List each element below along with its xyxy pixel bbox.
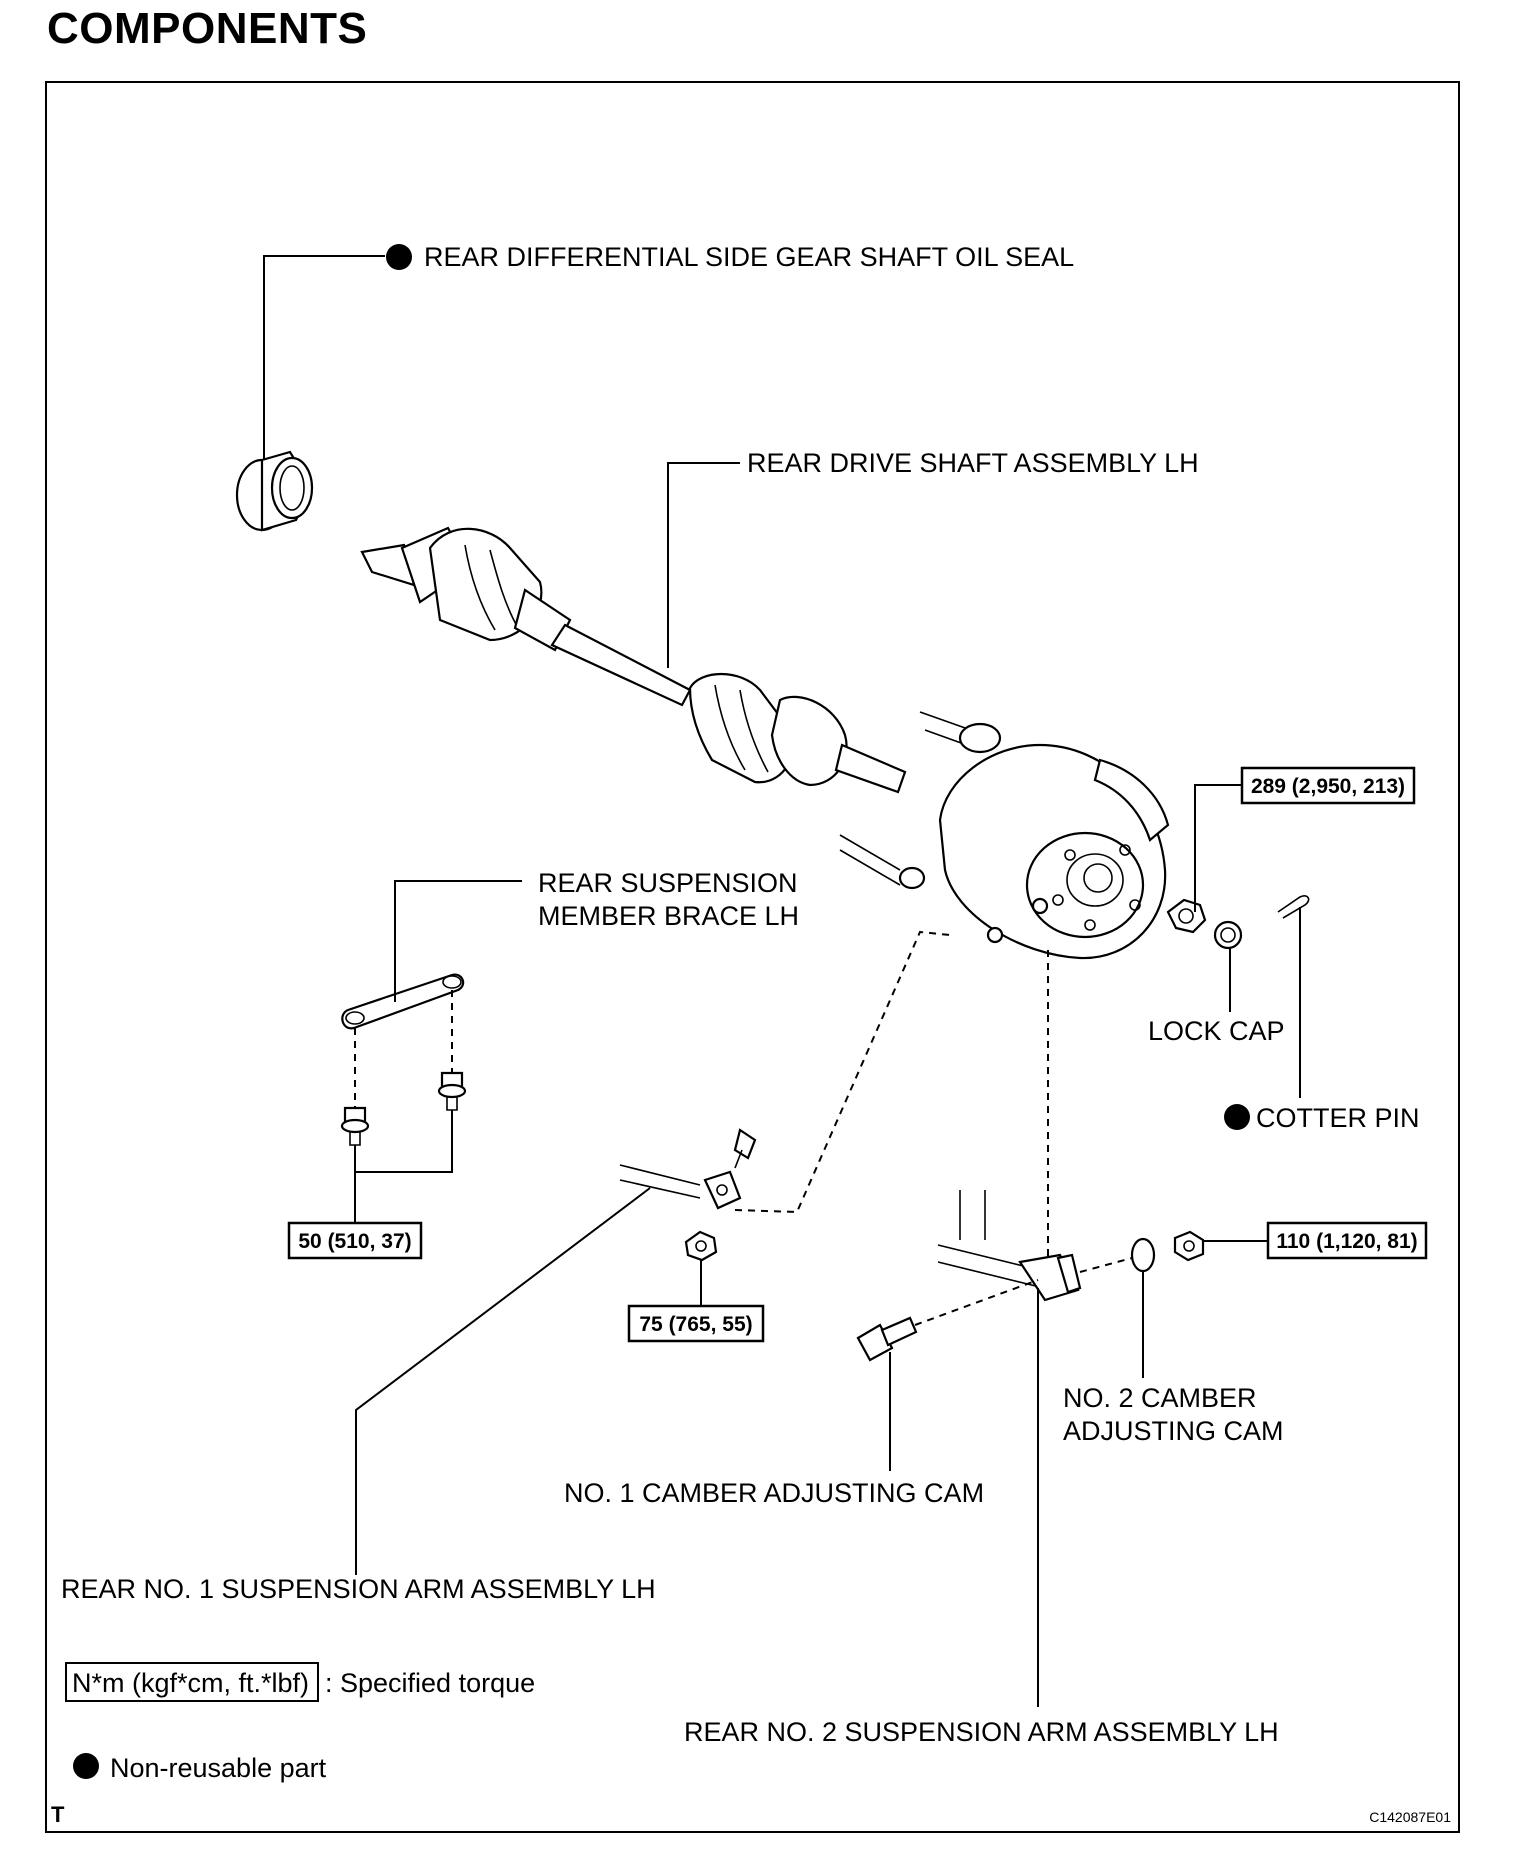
oil-seal-drawing	[235, 450, 314, 532]
brace-bolt-left-drawing	[340, 1106, 370, 1146]
leader-lines	[263, 255, 1301, 1707]
label-no2-cam-line2: ADJUSTING CAM	[1063, 1416, 1284, 1446]
arm-nut-drawing	[684, 1230, 718, 1262]
label-no1-cam: NO. 1 CAMBER ADJUSTING CAM	[564, 1478, 984, 1508]
label-cotter-pin: COTTER PIN	[1256, 1103, 1420, 1133]
legend-torque-text: : Specified torque	[325, 1668, 535, 1698]
legend-torque-box-text: N*m (kgf*cm, ft.*lbf)	[72, 1668, 309, 1698]
torque-hub-nut: 289 (2,950, 213)	[1240, 766, 1416, 805]
hub-nut-drawing	[1166, 898, 1207, 934]
label-member-brace-line2: MEMBER BRACE LH	[538, 901, 799, 931]
diagram-frame	[45, 81, 1460, 1833]
torque-arm-nut-value: 75 (765, 55)	[639, 1313, 752, 1336]
label-oil-seal: REAR DIFFERENTIAL SIDE GEAR SHAFT OIL SE…	[424, 242, 1074, 272]
torque-cam-nut: 110 (1,120, 81)	[1266, 1221, 1428, 1260]
no1-arm-end-drawing	[619, 1164, 742, 1210]
legend-torque: N*m (kgf*cm, ft.*lbf) : Specified torque	[65, 1662, 535, 1702]
cotter-pin-nonreusable-icon	[1224, 1104, 1250, 1130]
figure-code: C142087E01	[1369, 1809, 1451, 1825]
label-lock-cap: LOCK CAP	[1148, 1016, 1285, 1046]
torque-brace-bolts-value: 50 (510, 37)	[298, 1230, 411, 1253]
drive-shaft-drawing	[360, 526, 907, 794]
torque-cam-nut-value: 110 (1,120, 81)	[1276, 1230, 1417, 1253]
cam-nut-drawing	[1173, 1230, 1205, 1262]
footer-left-mark: T	[51, 1802, 65, 1827]
lock-cap-drawing	[1213, 920, 1243, 950]
filled-circle-icon	[73, 1753, 99, 1779]
dashed-assembly-lines	[354, 930, 1133, 1326]
cotter-pin-drawing	[1277, 895, 1310, 919]
legend-nonreusable: Non-reusable part	[73, 1753, 327, 1783]
no1-camber-cam-bolt-drawing	[856, 1316, 918, 1362]
torque-arm-nut: 75 (765, 55)	[627, 1304, 765, 1343]
legend-nonreusable-text: Non-reusable part	[110, 1753, 327, 1783]
label-member-brace-line1: REAR SUSPENSION	[538, 868, 798, 898]
member-brace-drawing	[341, 973, 465, 1030]
label-arm-no2: REAR NO. 2 SUSPENSION ARM ASSEMBLY LH	[684, 1717, 1279, 1747]
arm-bolt-drawing	[733, 1128, 757, 1169]
no2-camber-cam-drawing	[1130, 1237, 1156, 1273]
oil-seal-nonreusable-icon	[386, 244, 412, 270]
torque-hub-nut-value: 289 (2,950, 213)	[1251, 775, 1405, 798]
brace-bolt-right-drawing	[437, 1071, 467, 1111]
axle-carrier-drawing	[839, 711, 1170, 960]
label-arm-no1: REAR NO. 1 SUSPENSION ARM ASSEMBLY LH	[61, 1574, 656, 1604]
no2-arm-bracket-drawing	[937, 1190, 1082, 1302]
torque-brace-bolts: 50 (510, 37)	[287, 1221, 423, 1260]
label-drive-shaft: REAR DRIVE SHAFT ASSEMBLY LH	[747, 448, 1199, 478]
page-title: COMPONENTS	[47, 4, 368, 53]
label-no2-cam-line1: NO. 2 CAMBER	[1063, 1383, 1257, 1413]
